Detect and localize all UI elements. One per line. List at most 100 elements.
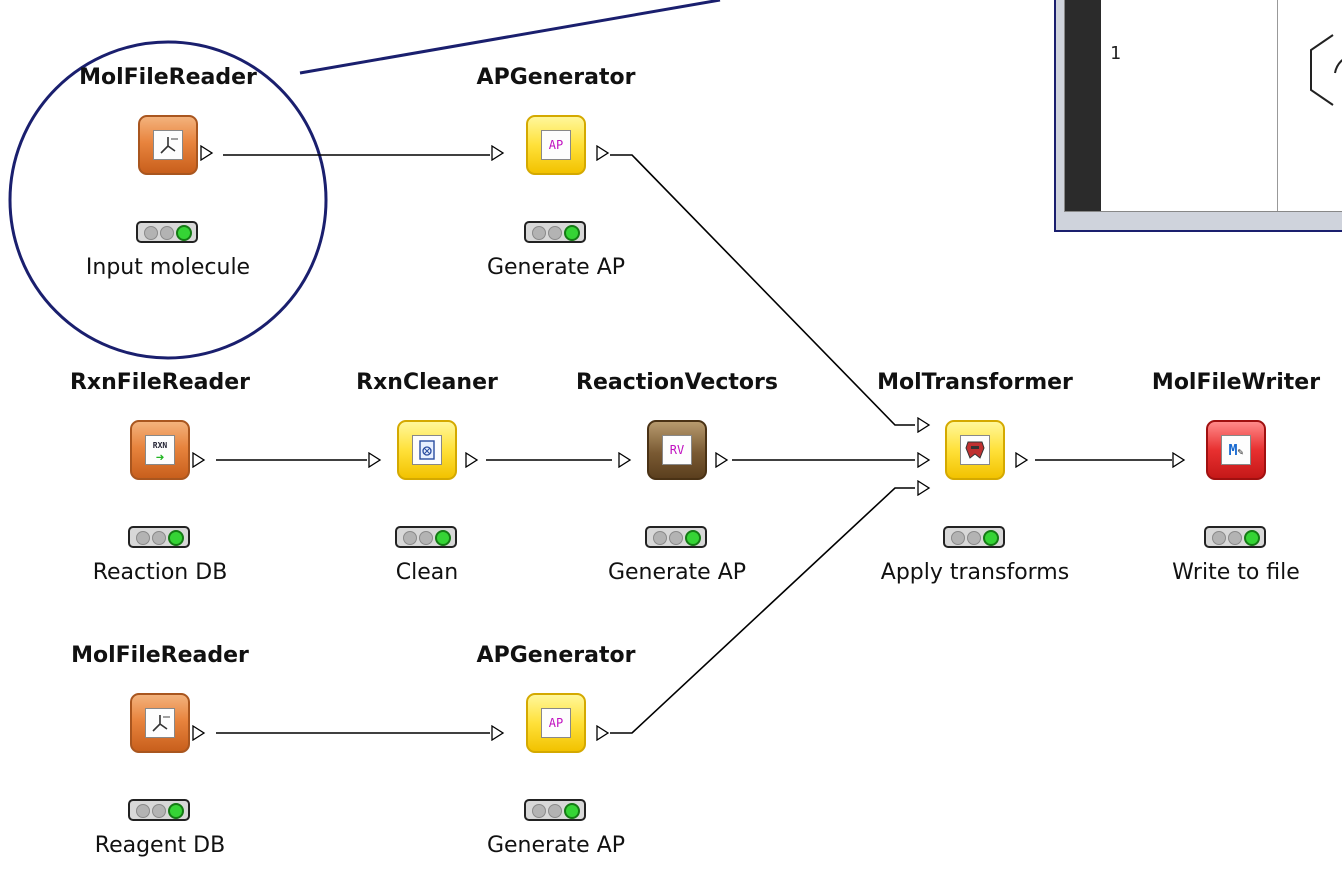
node-molfilereader-reagent[interactable]: MolFileReader Reagent DB xyxy=(45,643,275,863)
inset-table-preview: 1 xyxy=(1054,0,1342,232)
status-traffic-light xyxy=(524,221,586,243)
node-title: ReactionVectors xyxy=(576,370,778,395)
row-header-bar xyxy=(1065,0,1101,211)
status-traffic-light xyxy=(943,526,1005,548)
status-light-red xyxy=(403,531,417,545)
status-light-red xyxy=(532,226,546,240)
transformer-icon[interactable] xyxy=(945,420,1005,480)
status-light-green xyxy=(168,803,184,819)
status-light-red xyxy=(144,226,158,240)
ap-icon[interactable]: AP xyxy=(526,693,586,753)
node-label[interactable]: Generate AP xyxy=(607,560,747,585)
mol-writer-glyph-text: M xyxy=(1228,441,1238,459)
node-apgenerator-1[interactable]: APGenerator AP Generate AP xyxy=(441,65,671,285)
node-label[interactable]: Reaction DB xyxy=(92,560,228,585)
node-title: APGenerator xyxy=(476,643,636,668)
input-port-icon[interactable] xyxy=(491,145,505,161)
output-port-icon[interactable] xyxy=(192,725,206,741)
node-molfilewriter[interactable]: MolFileWriter M✎ Write to file xyxy=(1121,370,1342,590)
status-light-green xyxy=(1244,530,1260,546)
status-light-yellow xyxy=(160,226,174,240)
node-title: MolFileWriter xyxy=(1151,370,1321,395)
node-title: MolFileReader xyxy=(79,65,257,90)
status-light-green xyxy=(435,530,451,546)
node-label[interactable]: Generate AP xyxy=(486,833,626,858)
rv-glyph: RV xyxy=(662,435,692,465)
status-light-green xyxy=(685,530,701,546)
table-frame: 1 xyxy=(1064,0,1342,212)
node-apgenerator-2[interactable]: APGenerator AP Generate AP xyxy=(441,643,671,863)
input-port-icon[interactable] xyxy=(1172,452,1186,468)
molecule-structure-icon xyxy=(1310,34,1342,106)
mol-reader-glyph xyxy=(153,130,183,160)
status-traffic-light xyxy=(128,526,190,548)
mol-reader-icon[interactable] xyxy=(130,693,190,753)
link-apgen2-transformer xyxy=(610,487,915,734)
green-arrow-icon: ➜ xyxy=(155,450,165,466)
ap-glyph: AP xyxy=(541,708,571,738)
output-port-icon[interactable] xyxy=(596,145,610,161)
node-label[interactable]: Reagent DB xyxy=(94,833,226,858)
status-light-yellow xyxy=(967,531,981,545)
status-light-yellow xyxy=(548,804,562,818)
status-light-red xyxy=(532,804,546,818)
status-traffic-light xyxy=(524,799,586,821)
pen-icon: ✎ xyxy=(1237,447,1244,458)
node-reactionvectors[interactable]: ReactionVectors RV Generate AP xyxy=(562,370,792,590)
output-port-icon[interactable] xyxy=(192,452,206,468)
status-light-red xyxy=(951,531,965,545)
status-light-red xyxy=(136,531,150,545)
mol-reader-icon[interactable] xyxy=(138,115,198,175)
status-traffic-light xyxy=(645,526,707,548)
node-label[interactable]: Input molecule xyxy=(85,255,251,280)
node-title: APGenerator xyxy=(476,65,636,90)
mol-writer-glyph: M✎ xyxy=(1221,435,1251,465)
node-rxncleaner[interactable]: RxnCleaner Clean xyxy=(312,370,542,590)
highlight-circle xyxy=(8,40,328,360)
status-light-red xyxy=(136,804,150,818)
row-number: 1 xyxy=(1110,43,1121,64)
callout-line xyxy=(299,0,721,75)
ap-icon[interactable]: AP xyxy=(526,115,586,175)
node-label[interactable]: Generate AP xyxy=(486,255,626,280)
output-port-icon[interactable] xyxy=(596,725,610,741)
cleaner-icon[interactable] xyxy=(397,420,457,480)
input-port-icon[interactable] xyxy=(917,417,931,433)
status-traffic-light xyxy=(136,221,198,243)
input-port-icon[interactable] xyxy=(618,452,632,468)
node-moltransformer[interactable]: MolTransformer Apply transforms xyxy=(860,370,1090,590)
status-light-yellow xyxy=(152,531,166,545)
rxn-reader-icon[interactable]: RXN ➜ xyxy=(130,420,190,480)
status-light-green xyxy=(168,530,184,546)
node-label[interactable]: Clean xyxy=(395,560,459,585)
status-light-red xyxy=(653,531,667,545)
column-divider xyxy=(1277,0,1278,211)
mol-writer-icon[interactable]: M✎ xyxy=(1206,420,1266,480)
output-port-icon[interactable] xyxy=(715,452,729,468)
output-port-icon[interactable] xyxy=(465,452,479,468)
node-title: MolFileReader xyxy=(71,643,249,668)
cleaner-glyph xyxy=(412,435,442,465)
status-light-green xyxy=(564,803,580,819)
status-traffic-light xyxy=(1204,526,1266,548)
input-port-icon[interactable] xyxy=(917,452,931,468)
status-light-green xyxy=(983,530,999,546)
status-light-yellow xyxy=(548,226,562,240)
input-port-icon[interactable] xyxy=(491,725,505,741)
node-label[interactable]: Write to file xyxy=(1172,560,1300,585)
rv-icon[interactable]: RV xyxy=(647,420,707,480)
node-molfilereader-input[interactable]: MolFileReader Input molecule xyxy=(53,65,283,285)
input-port-icon[interactable] xyxy=(917,480,931,496)
node-rxnfilereader[interactable]: RxnFileReader RXN ➜ Reaction DB xyxy=(45,370,275,590)
ap-glyph: AP xyxy=(541,130,571,160)
mol-reader-glyph xyxy=(145,708,175,738)
link-apgen1-transformer xyxy=(610,154,915,426)
node-label[interactable]: Apply transforms xyxy=(880,560,1070,585)
output-port-icon[interactable] xyxy=(1015,452,1029,468)
node-title: RxnFileReader xyxy=(69,370,251,395)
input-port-icon[interactable] xyxy=(368,452,382,468)
status-light-yellow xyxy=(419,531,433,545)
output-port-icon[interactable] xyxy=(200,145,214,161)
